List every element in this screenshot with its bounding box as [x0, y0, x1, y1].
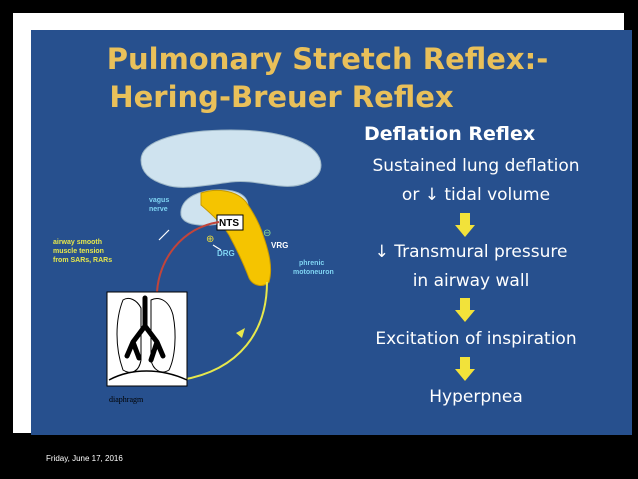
slide-frame: Pulmonary Stretch Reflex:- Hering-Breuer… — [13, 13, 632, 435]
vagus-label-1: vagus — [149, 197, 169, 204]
phrenic-arrowhead — [236, 328, 245, 338]
phrenic-label-1: phrenic — [299, 260, 324, 267]
lung-outline-right — [150, 298, 176, 373]
down-arrow-icon — [455, 298, 475, 322]
step-3: Excitation of inspiration — [375, 329, 577, 349]
footer-date: Friday, June 17, 2016 — [46, 454, 123, 463]
slide-title-line-1: Pulmonary Stretch Reflex:- — [106, 42, 549, 76]
airway-label-1: airway smooth — [53, 239, 102, 246]
plus-sign: ⊕ — [206, 234, 214, 245]
step-2-line-1: ↓ Transmural pressure — [374, 242, 568, 262]
drg-label: DRG — [217, 249, 235, 258]
step-4: Hyperpnea — [429, 387, 523, 407]
step-1-line-1: Sustained lung deflation — [372, 156, 580, 176]
minus-sign: ⊖ — [263, 228, 271, 239]
step-2-line-2: in airway wall — [412, 271, 530, 291]
slide-title-line-2: Hering-Breuer Reflex — [109, 80, 454, 114]
diaphragm-line — [108, 370, 188, 381]
phrenic-efferent-path — [180, 281, 268, 381]
down-arrow-icon — [455, 357, 475, 381]
slide: Pulmonary Stretch Reflex:- Hering-Breuer… — [31, 30, 632, 435]
airway-label-2: muscle tension — [53, 248, 104, 255]
nts-label: NTS — [219, 218, 239, 229]
vagus-label-2: nerve — [149, 206, 168, 213]
vagus-arrow-icon — [158, 229, 170, 241]
deflation-reflex-heading: Deflation Reflex — [364, 123, 536, 145]
drg-arrow-icon — [212, 244, 222, 251]
brainstem-shape — [200, 189, 272, 286]
bronchial-tree-icon — [124, 295, 166, 363]
airway-label-3: from SARs, RARs — [53, 257, 112, 264]
vrg-label: VRG — [271, 241, 288, 250]
brain-shape — [140, 129, 322, 188]
diaphragm-label: diaphragm — [109, 395, 144, 404]
step-1-line-2: or ↓ tidal volume — [401, 185, 551, 205]
reflex-diagram: NTS ⊕ ⊖ DRG VRG vagus nerve airway smoot… — [53, 129, 334, 404]
down-arrow-icon — [455, 213, 475, 237]
phrenic-label-2: motoneuron — [293, 269, 334, 276]
